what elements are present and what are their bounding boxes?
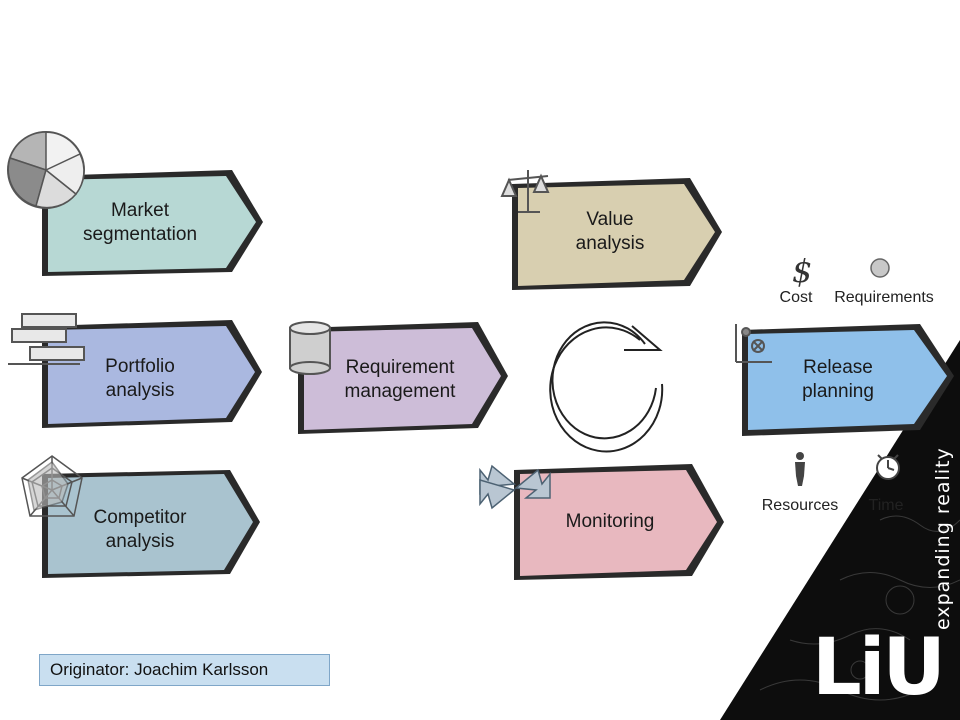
sphere-icon (870, 258, 890, 278)
database-icon (289, 321, 331, 375)
brand-tagline: expanding reality (932, 447, 954, 630)
scale-icon (500, 170, 550, 213)
portfolio-analysis-shape (42, 320, 262, 428)
brand-corner (720, 340, 960, 720)
stacked-blocks-icon (8, 313, 85, 365)
originator-caption: Originator: Joachim Karlsson (39, 654, 330, 686)
dollar-icon: $ (792, 252, 812, 290)
monitoring-label: Monitoring (565, 511, 655, 532)
resources-label: Resources (761, 497, 839, 514)
pie-chart-icon (7, 131, 85, 209)
competitor-analysis-shape (42, 470, 260, 578)
cycle-arrow-icon (549, 321, 664, 453)
release-planning-shape (742, 324, 954, 436)
brand-texture (759, 515, 960, 701)
value-analysis-shape (512, 178, 722, 290)
cost-label: Cost (779, 289, 813, 306)
liu-logo: LiU (812, 623, 946, 713)
requirement-management-shape (298, 322, 508, 434)
person-icon (795, 452, 805, 486)
stopwatch-icon (876, 454, 900, 480)
monitoring-shape (514, 464, 724, 580)
expand-arrows-icon (479, 464, 551, 510)
radar-chart-icon (21, 455, 83, 517)
scatter-plot-icon (735, 324, 772, 363)
requirements-label: Requirements (834, 289, 934, 306)
market-segmentation-shape (42, 170, 263, 276)
time-label: Time (868, 497, 904, 514)
